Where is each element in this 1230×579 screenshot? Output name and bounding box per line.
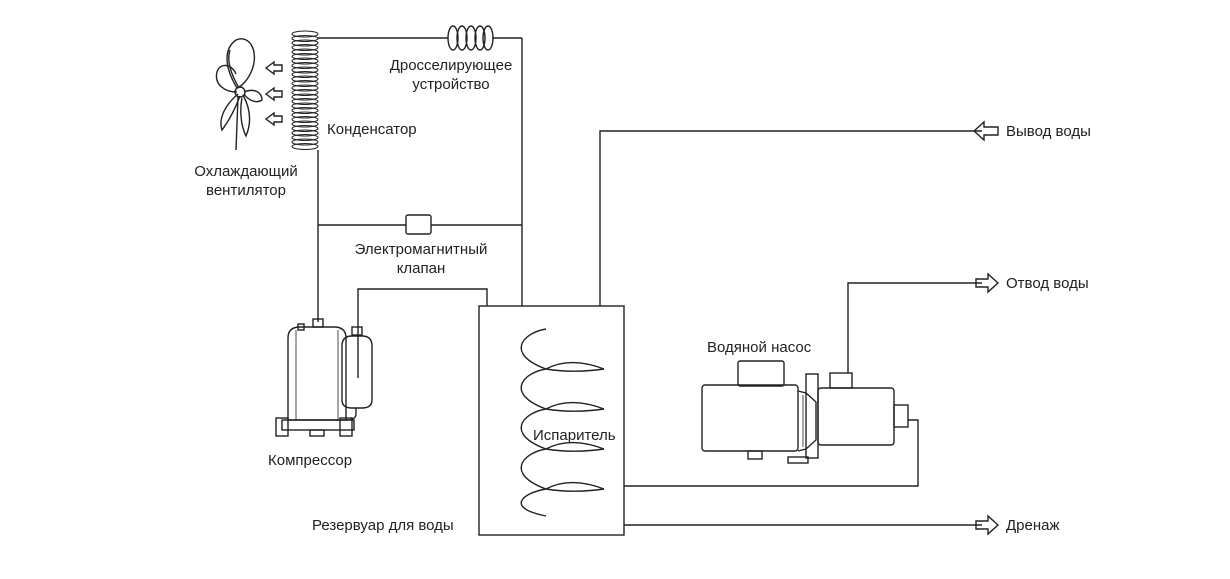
throttle-label: Дросселирующее устройство <box>368 56 534 94</box>
condenser-coil-loop <box>291 133 319 142</box>
condenser-coil-loop <box>291 66 319 74</box>
condenser-coil-icon <box>291 30 319 151</box>
water-out-label: Вывод воды <box>1006 123 1091 140</box>
condenser-coil-loop <box>291 102 319 110</box>
drain-label: Дренаж <box>1006 517 1060 534</box>
fan-label-line1: Охлаждающий <box>194 163 298 180</box>
throttle-coil-icon <box>447 25 494 51</box>
fan-label: Охлаждающий вентилятор <box>178 162 314 200</box>
water-out-arrow-icon <box>972 120 999 142</box>
water-return-arrow-icon <box>975 272 1000 294</box>
valve-label: Электромагнитный клапан <box>334 240 508 278</box>
solenoid-valve-icon <box>405 214 432 235</box>
airflow-arrows-icon <box>264 60 283 127</box>
water-return-label: Отвод воды <box>1006 275 1089 292</box>
evaporator-spiral-icon <box>520 328 605 517</box>
condenser-coil-loop <box>291 39 319 47</box>
fan-label-line2: вентилятор <box>206 182 286 199</box>
condenser-coil-loop <box>291 88 319 97</box>
drain-arrow-icon <box>975 514 1000 536</box>
pump-label: Водяной насос <box>707 339 812 356</box>
valve-label-line1: Электромагнитный <box>354 241 488 258</box>
condenser-coil-loop <box>291 79 319 88</box>
condenser-coil-loop <box>291 75 319 83</box>
valve-label-line2: клапан <box>396 260 446 277</box>
condenser-coil-loop <box>291 34 319 43</box>
fan-icon <box>215 38 263 151</box>
condenser-coil-loop <box>291 30 319 38</box>
condenser-coil-loop <box>291 111 319 119</box>
compressor-icon <box>275 318 373 437</box>
water-pump-icon <box>701 360 909 464</box>
condenser-coil-loop <box>291 52 319 61</box>
condenser-coil-loop <box>291 142 319 151</box>
throttle-label-line1: Дросселирующее <box>389 57 513 74</box>
condenser-coil-loop <box>291 61 319 70</box>
water-pipes <box>599 130 982 526</box>
condenser-coil-loop <box>291 43 319 52</box>
compressor-label: Компрессор <box>268 452 353 469</box>
condenser-coil-loop <box>291 97 319 106</box>
condenser-coil-loop <box>291 48 319 56</box>
condenser-coil-loop <box>291 115 319 124</box>
condenser-label: Конденсатор <box>327 121 417 138</box>
condenser-coil-loop <box>291 70 319 79</box>
throttle-label-line2: устройство <box>412 76 490 93</box>
condenser-coil-loop <box>291 138 319 146</box>
condenser-coil-loop <box>291 129 319 137</box>
condenser-coil-loop <box>291 84 319 92</box>
condenser-coil-loop <box>291 124 319 133</box>
condenser-coil-loop <box>291 120 319 128</box>
condenser-coil-loop <box>291 93 319 101</box>
evaporator-label: Испаритель <box>533 427 616 444</box>
refrigerant-pipes <box>317 37 523 378</box>
condenser-coil-loop <box>291 106 319 115</box>
tank-label: Резервуар для воды <box>312 517 454 534</box>
condenser-coil-loop <box>291 57 319 65</box>
water-tank-icon <box>478 305 625 536</box>
